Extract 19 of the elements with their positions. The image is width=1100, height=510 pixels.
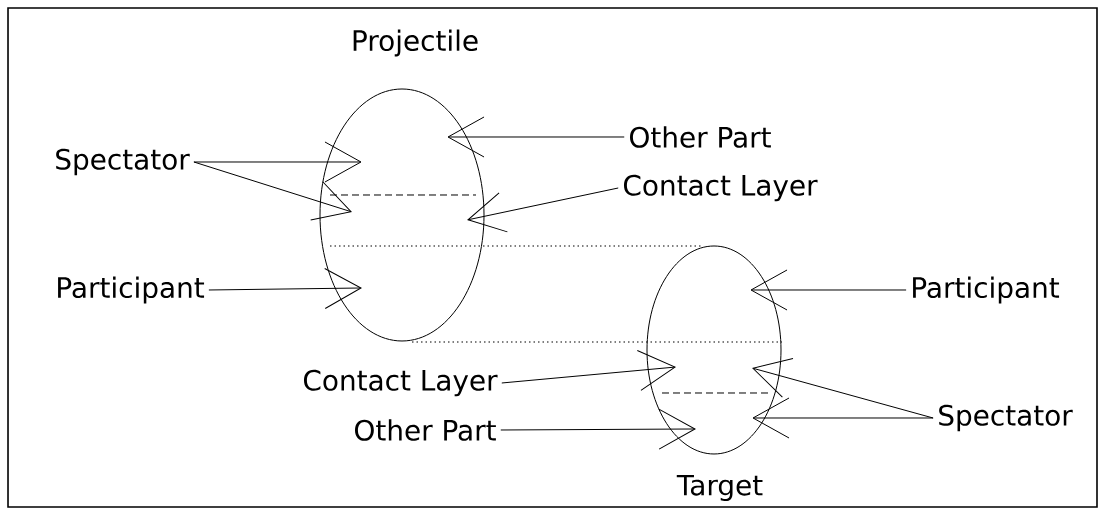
leader-arrow [467,187,619,233]
heading: Target [676,474,763,502]
leader-text: Spectator [56,148,190,176]
leader-text: Spectator [939,404,1073,432]
leader-text: Contact Layer [304,369,498,397]
leader-text: Other Part [630,126,771,148]
leader-text: Contact Layer [624,174,818,202]
leader-text: Participant [913,276,1060,304]
leader-text: Other Part [355,419,496,441]
leader-arrow [752,397,934,439]
leader-arrow [193,141,362,183]
leader-arrow [208,268,362,309]
leader-text: Participant [58,276,205,304]
leader-arrow [193,161,352,221]
leader-arrow [500,408,696,450]
leader-arrow [750,269,907,311]
heading: Projectile [353,29,478,57]
leader-arrow [501,349,676,391]
leader-arrow [447,116,625,158]
